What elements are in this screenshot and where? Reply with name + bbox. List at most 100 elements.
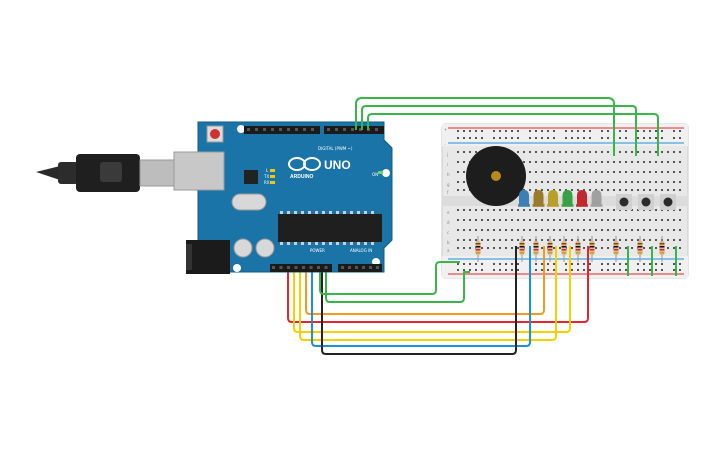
bb-hole	[511, 209, 513, 211]
rail-hole	[475, 263, 477, 265]
row-label-e: e	[447, 210, 450, 215]
bb-hole	[673, 219, 675, 221]
bb-hole	[643, 189, 645, 191]
rail-hole	[547, 269, 549, 271]
bb-hole	[577, 219, 579, 221]
header-hole	[271, 128, 274, 131]
bb-hole	[619, 151, 621, 153]
bb-hole	[547, 189, 549, 191]
header-hole	[341, 266, 344, 269]
resistor-band	[575, 246, 581, 248]
bb-hole	[535, 151, 537, 153]
header-hole	[302, 266, 305, 269]
bb-hole	[517, 247, 519, 249]
bb-hole	[625, 161, 627, 163]
chip-pin	[371, 242, 374, 245]
rail-hole	[565, 269, 567, 271]
bb-hole	[529, 239, 531, 241]
pushbutton[interactable]	[660, 194, 676, 210]
bb-hole	[601, 181, 603, 183]
rail-hole	[589, 263, 591, 265]
resistor-band	[589, 246, 595, 248]
bb-hole	[553, 239, 555, 241]
bb-hole	[655, 219, 657, 221]
rail-hole	[535, 269, 537, 271]
rail-hole	[469, 269, 471, 271]
rail-hole	[673, 263, 675, 265]
rail-hole	[565, 263, 567, 265]
bb-hole	[457, 181, 459, 183]
bb-hole	[625, 247, 627, 249]
rail-hole	[547, 137, 549, 139]
bb-hole	[601, 171, 603, 173]
bb-hole	[469, 151, 471, 153]
bb-hole	[505, 219, 507, 221]
pushbutton[interactable]	[616, 194, 632, 210]
rail-hole	[673, 137, 675, 139]
row-label-i: i	[447, 162, 448, 167]
rail-hole	[517, 137, 519, 139]
resistor-band	[637, 246, 643, 248]
header-hole	[295, 128, 298, 131]
bb-hole	[559, 209, 561, 211]
rail-hole	[571, 263, 573, 265]
resistor-band	[475, 246, 481, 248]
bb-hole	[571, 247, 573, 249]
bb-hole	[541, 151, 543, 153]
bb-hole	[529, 209, 531, 211]
rail-hole	[577, 269, 579, 271]
resistor-band	[589, 252, 595, 254]
bb-hole	[643, 171, 645, 173]
chip-pin	[322, 211, 325, 214]
row-label-g: g	[447, 182, 450, 187]
bb-hole	[517, 209, 519, 211]
bb-hole	[577, 181, 579, 183]
resistor-band	[519, 246, 525, 248]
bb-hole	[661, 161, 663, 163]
wire-yellow-1	[293, 130, 571, 333]
bb-hole	[655, 247, 657, 249]
bb-hole	[619, 189, 621, 191]
rail-hole	[553, 269, 555, 271]
led-rim	[576, 204, 588, 207]
bb-hole	[643, 161, 645, 163]
resistor	[533, 236, 539, 262]
led	[576, 190, 588, 207]
bb-hole	[595, 189, 597, 191]
bb-hole	[487, 247, 489, 249]
bb-hole	[673, 229, 675, 231]
resistor-band	[637, 249, 643, 251]
bb-hole	[667, 161, 669, 163]
bb-hole	[565, 219, 567, 221]
rail-hole	[589, 137, 591, 139]
header-hole	[287, 266, 290, 269]
bb-hole	[547, 151, 549, 153]
usb-plug-grip	[100, 162, 122, 182]
arduino-logo: UNO ARDUINO	[288, 157, 351, 180]
bb-hole	[565, 151, 567, 153]
bb-hole	[529, 161, 531, 163]
rail-minus-label: -	[444, 142, 446, 147]
bb-hole	[487, 209, 489, 211]
bb-hole	[607, 189, 609, 191]
header-hole	[263, 128, 266, 131]
rail-hole	[607, 269, 609, 271]
bb-hole	[643, 239, 645, 241]
bb-hole	[553, 161, 555, 163]
rail-hole	[517, 130, 519, 132]
bb-hole	[517, 229, 519, 231]
rail-hole	[607, 137, 609, 139]
bb-hole	[607, 171, 609, 173]
resistor-band	[533, 243, 539, 245]
bb-hole	[601, 151, 603, 153]
bb-hole	[589, 171, 591, 173]
bb-hole	[595, 209, 597, 211]
bb-hole	[589, 189, 591, 191]
pushbutton[interactable]	[638, 194, 654, 210]
bb-hole	[541, 229, 543, 231]
bb-hole	[463, 161, 465, 163]
bb-hole	[535, 229, 537, 231]
bb-hole	[631, 161, 633, 163]
resistor-band	[613, 246, 619, 248]
